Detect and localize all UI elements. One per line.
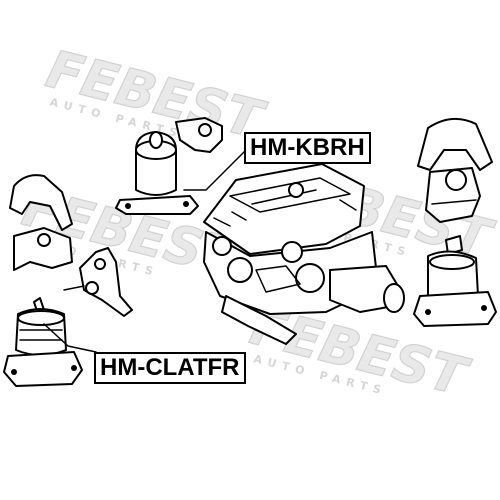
engine-mount-right	[413, 235, 497, 327]
part-label-upper: HM-KBRH	[244, 132, 371, 164]
bracket-left-top	[9, 174, 73, 271]
engine-mount-clatfr	[3, 297, 83, 387]
leader-lines	[43, 149, 247, 353]
engine-mount-kbrh	[115, 117, 223, 215]
bracket-top-right	[417, 117, 493, 223]
engine-block	[203, 163, 405, 345]
bracket-middle-left	[63, 247, 133, 317]
part-label-lower: HM-CLATFR	[94, 352, 246, 384]
